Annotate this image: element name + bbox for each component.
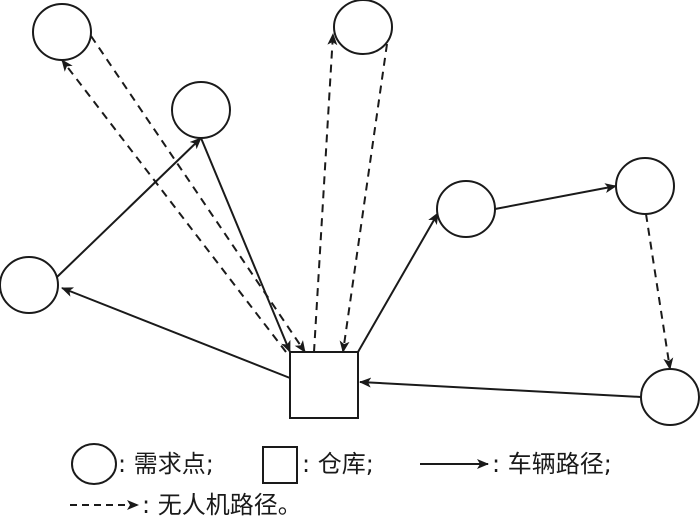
vehicle-route-e-to-f <box>494 183 617 210</box>
demand-point-node-g <box>640 368 700 426</box>
demand-point-node-a <box>32 3 92 61</box>
drone-route-w-to-c <box>313 33 338 353</box>
legend-vehicle-route: : 车辆路径; <box>420 450 612 478</box>
demand-point-node-f <box>615 157 675 215</box>
legend-circle-icon <box>71 443 117 485</box>
legend-drone-route: : 无人机路径。 <box>70 491 302 519</box>
drone-route-a-to-w <box>90 35 306 353</box>
legend-demand-point-label: : 需求点; <box>118 450 214 478</box>
legend-square-icon <box>262 446 298 484</box>
legend-warehouse: : 仓库; <box>262 446 374 484</box>
demand-point-node-c <box>333 0 393 55</box>
nodes-layer <box>0 0 700 426</box>
vehicle-route-d-to-b <box>56 137 202 278</box>
edges-layer <box>56 33 674 398</box>
legend-vehicle-route-label: : 车辆路径; <box>492 450 612 478</box>
demand-point-node-d <box>0 256 59 314</box>
vehicle-route-w-to-d <box>61 287 291 379</box>
vehicle-route-w-to-e <box>357 212 439 353</box>
demand-point-node-e <box>436 180 496 238</box>
legend-drone-route-label: : 无人机路径。 <box>142 491 302 519</box>
drone-route-f-to-g <box>645 213 674 370</box>
legend-warehouse-label: : 仓库; <box>302 450 374 478</box>
drone-route-w-to-a <box>61 59 287 353</box>
drone-route-c-to-w <box>339 43 388 353</box>
legend: : 需求点; : 仓库; : 车辆路径; : 无人机路径。 <box>70 443 612 519</box>
legend-demand-point: : 需求点; <box>71 443 214 485</box>
vehicle-route-b-to-w <box>200 137 291 353</box>
vehicle-route-g-to-w <box>359 377 642 398</box>
demand-point-node-b <box>171 81 231 139</box>
warehouse-node <box>289 351 359 419</box>
